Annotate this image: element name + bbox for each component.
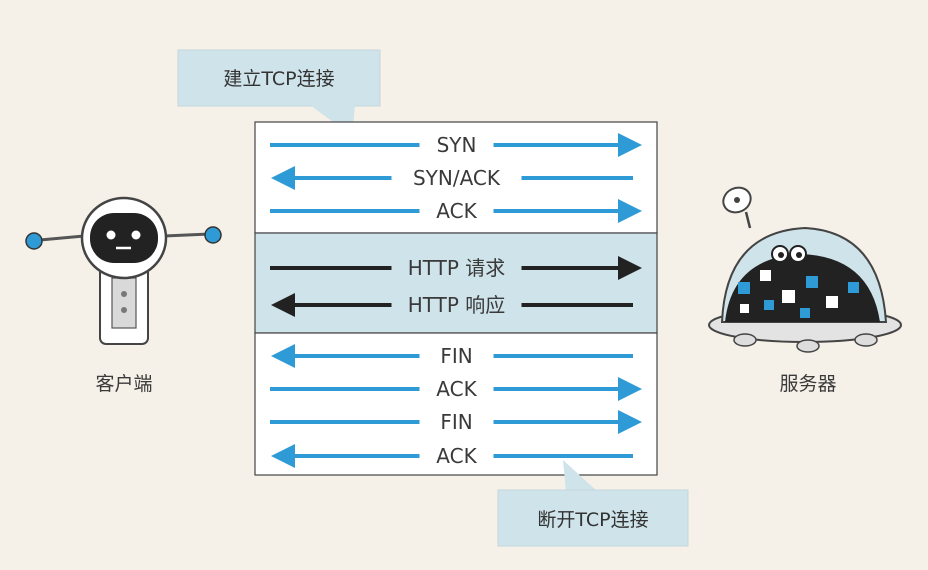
message-arrows: SYN SYN/ACK ACK HTTP 请求 HTTP 响应 FIN ACK FIN ACK [270, 133, 642, 468]
connect-callout-label: 建立TCP连接 [223, 68, 334, 90]
handshake-message-label: ACK [436, 199, 477, 223]
http-message-label: HTTP 请求 [408, 256, 506, 280]
teardown-message-label: FIN [440, 410, 472, 434]
server-label: 服务器 [779, 373, 836, 395]
http-message-label: HTTP 响应 [408, 293, 506, 317]
handshake-message-label: SYN [437, 133, 477, 157]
disconnect-callout: 断开TCP连接 [497, 460, 689, 547]
teardown-message-label: FIN [440, 344, 472, 368]
client-label: 客户端 [95, 373, 152, 395]
handshake-message-label: SYN/ACK [413, 166, 501, 190]
teardown-message-label: ACK [436, 377, 477, 401]
client-robot-icon [25, 196, 222, 345]
disconnect-callout-label: 断开TCP连接 [537, 509, 648, 531]
http-section [254, 232, 658, 334]
server-robot-icon [708, 186, 902, 353]
teardown-message-label: ACK [436, 444, 477, 468]
